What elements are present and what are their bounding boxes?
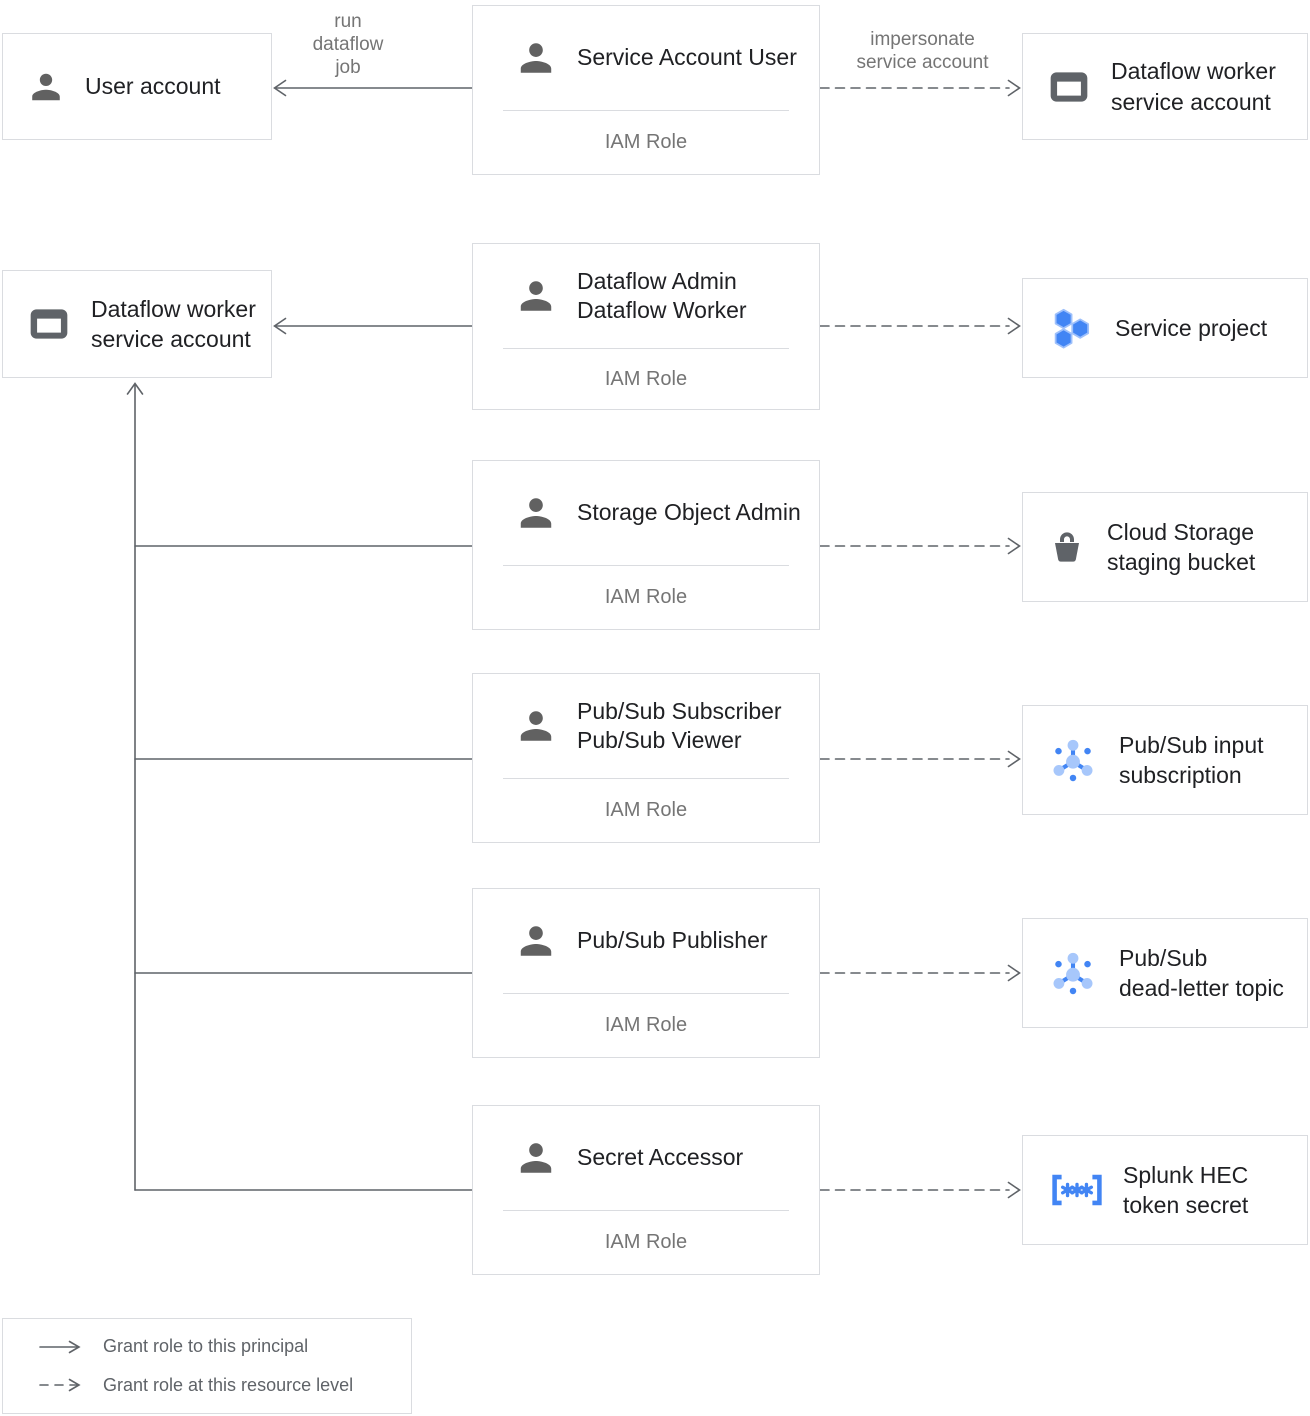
node-label: Cloud Storage staging bucket [1107,518,1256,575]
node-cloud-storage-staging-bucket: Cloud Storage staging bucket [1022,492,1308,602]
person-icon [515,705,557,747]
iam-role-names: Pub/Sub Publisher [577,927,768,954]
person-icon [515,492,557,534]
edge-to-input-subscription-arrowhead [1007,750,1021,768]
divider [503,1210,789,1211]
node-secret-accessor: Secret Accessor IAM Role [472,1105,820,1275]
node-user-account: User account [2,33,272,140]
node-label: Service project [1115,314,1268,341]
edge-run-dataflow-job-arrowhead [273,79,287,97]
dashed-arrow-icon [39,1378,81,1392]
edge-to-token-secret-arrowhead [1007,1181,1021,1199]
node-label: Dataflow worker service account [91,295,256,352]
divider [503,993,789,994]
bucket-icon [1047,527,1087,567]
node-dataflow-worker-service-account-left: Dataflow worker service account [2,270,272,378]
hexagon-cluster-icon [1047,304,1095,352]
legend-row-solid: Grant role to this principal [3,1336,411,1357]
divider [503,778,789,779]
person-icon [515,1137,557,1179]
iam-role-caption: IAM Role [604,1014,688,1036]
divider [503,565,789,566]
secret-brackets-icon [1047,1169,1107,1211]
divider [503,110,789,111]
trunk-arrowhead [126,382,144,395]
iam-role-caption: IAM Role [604,1231,688,1253]
divider [503,348,789,349]
iam-role-names: Dataflow Admin Dataflow Worker [577,267,747,323]
node-label: Splunk HEC token secret [1123,1161,1249,1218]
node-splunk-hec-token-secret: Splunk HEC token secret [1022,1135,1308,1245]
iam-role-caption: IAM Role [604,586,688,608]
iam-role-caption: IAM Role [604,367,688,390]
edge-label-run-dataflow-job: run dataflow job [312,11,384,79]
iam-role-caption: IAM Role [604,131,688,153]
edge-to-dead-letter-topic-arrowhead [1007,964,1021,982]
node-label: Pub/Sub input subscription [1119,731,1264,788]
node-label: Dataflow worker service account [1111,58,1276,115]
node-dataflow-admin-worker: Dataflow Admin Dataflow Worker IAM Role [472,243,820,410]
pubsub-network-icon [1047,947,1099,999]
solid-arrow-icon [39,1340,81,1354]
node-pubsub-input-subscription: Pub/Sub input subscription [1022,705,1308,815]
iam-role-names: Secret Accessor [577,1144,744,1171]
node-service-account-user: Service Account User IAM Role [472,5,820,175]
legend: Grant role to this principal Grant role … [2,1318,412,1414]
node-dataflow-worker-service-account-top: Dataflow worker service account [1022,33,1308,140]
legend-label-grant-principal: Grant role to this principal [103,1336,309,1357]
service-account-window-icon [27,302,71,346]
iam-role-names: Pub/Sub Subscriber Pub/Sub Viewer [577,697,782,753]
iam-role-caption: IAM Role [604,799,688,821]
node-pubsub-dead-letter-topic: Pub/Sub dead-letter topic [1022,918,1308,1028]
iam-role-names: Service Account User [577,44,797,71]
person-icon [515,37,557,79]
legend-label-grant-resource: Grant role at this resource level [103,1374,354,1395]
person-icon [27,68,65,106]
node-pubsub-publisher: Pub/Sub Publisher IAM Role [472,888,820,1058]
edge-impersonate-arrowhead [1007,79,1021,97]
person-icon [515,920,557,962]
node-service-project: Service project [1022,278,1308,378]
node-label: User account [85,73,221,100]
edge-label-impersonate-service-account: impersonate service account [856,29,989,74]
legend-row-dashed: Grant role at this resource level [3,1375,411,1396]
iam-role-names: Storage Object Admin [577,499,801,526]
person-icon [515,275,557,317]
node-storage-object-admin: Storage Object Admin IAM Role [472,460,820,630]
edge-dataflow-admin-to-sa-arrowhead [273,317,287,335]
node-label: Pub/Sub dead-letter topic [1119,944,1284,1001]
edge-to-staging-bucket-arrowhead [1007,537,1021,555]
edge-to-service-project-arrowhead [1007,317,1021,335]
pubsub-network-icon [1047,734,1099,786]
node-pubsub-subscriber-viewer: Pub/Sub Subscriber Pub/Sub Viewer IAM Ro… [472,673,820,843]
service-account-window-icon [1047,65,1091,109]
